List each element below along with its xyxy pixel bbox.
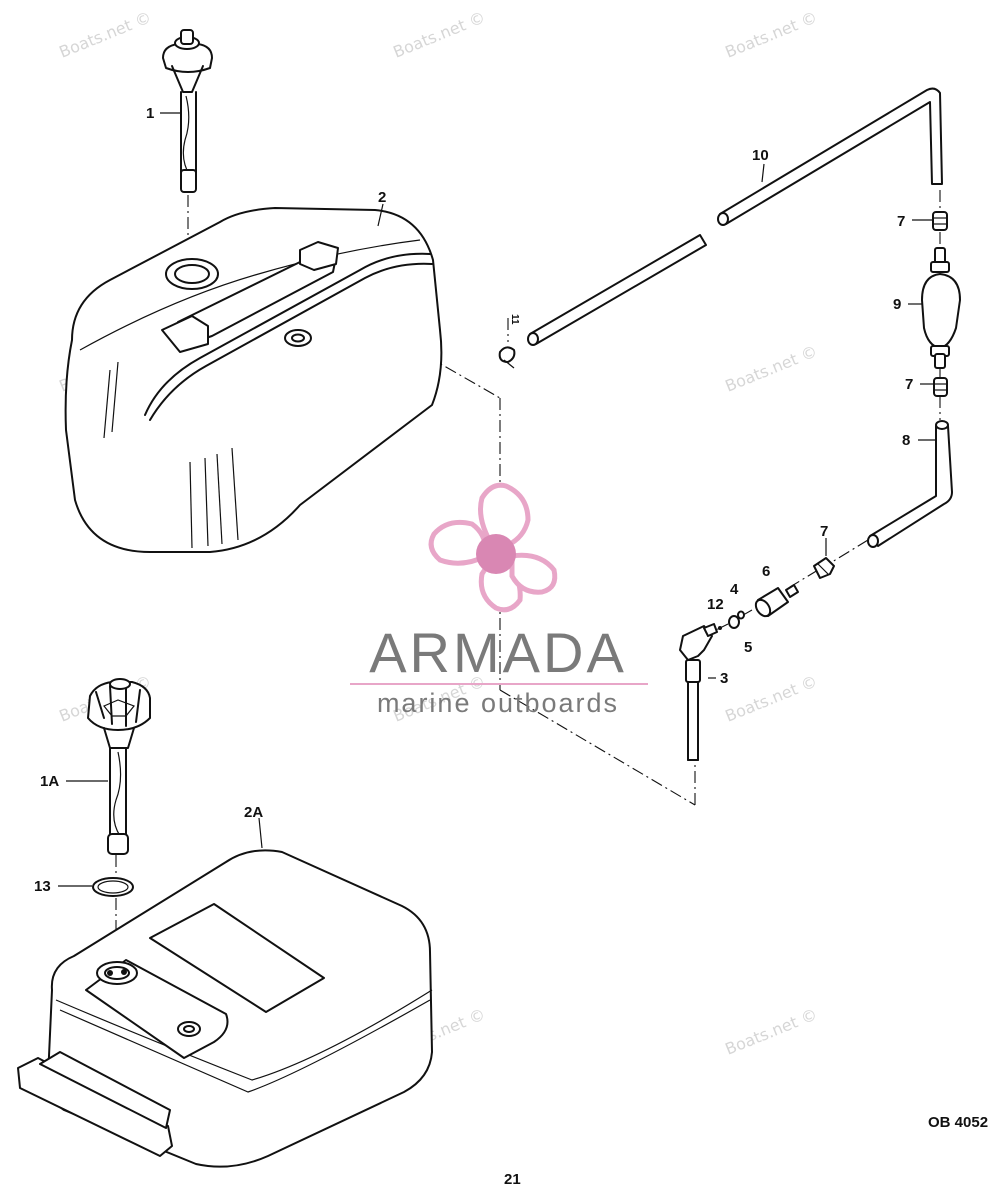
callout-2: 2 — [378, 189, 386, 206]
watermark: Boats.net © — [722, 1005, 820, 1059]
connector-part-6 — [754, 584, 799, 618]
callout-13: 13 — [34, 878, 51, 895]
propeller-blade — [509, 552, 558, 595]
fuel-tank-part-2 — [64, 207, 443, 553]
fitting-part-3 — [679, 623, 718, 761]
callout-2a: 2A — [244, 804, 263, 821]
watermark: Boats.net © — [390, 8, 488, 62]
callout-5: 5 — [744, 639, 752, 656]
fuel-tank-part-2a — [17, 849, 433, 1168]
connector-part-7-top — [932, 211, 948, 231]
callout-6: 6 — [762, 563, 770, 580]
watermark: Boats.net © — [722, 8, 820, 62]
fuel-gauge-part-1 — [162, 29, 213, 193]
fuel-line-part-10 — [527, 87, 943, 346]
assembly-lines — [115, 190, 941, 960]
primer-bulb-part-9 — [921, 247, 961, 369]
page-number: 21 — [504, 1171, 521, 1188]
brand-tagline: marine outboards — [377, 688, 619, 718]
o-ring-parts — [718, 610, 745, 630]
callouts: 1 2 10 7 9 7 8 11 7 6 4 12 5 3 1A 2A 13 — [34, 105, 913, 895]
callout-1: 1 — [146, 105, 154, 122]
callout-8: 8 — [902, 432, 910, 449]
callout-7-top: 7 — [897, 213, 905, 230]
callout-10: 10 — [752, 147, 769, 164]
hose-part-8 — [867, 420, 953, 548]
callout-4: 4 — [730, 581, 739, 598]
watermark: Boats.net © — [56, 8, 154, 62]
armada-logo: ARMADA marine outboards — [350, 482, 648, 718]
watermark: Boats.net © — [722, 342, 820, 396]
propeller-blade — [428, 519, 489, 566]
clamp-part-11 — [498, 346, 516, 369]
figure-code: OB 4052 — [928, 1114, 988, 1131]
callout-12: 12 — [707, 596, 724, 613]
callout-7-lower: 7 — [820, 523, 828, 540]
connector-part-7-lower — [813, 557, 835, 579]
brand-name: ARMADA — [369, 621, 627, 684]
callout-1a: 1A — [40, 773, 59, 790]
callout-11: 11 — [509, 314, 520, 325]
connector-part-7-middle — [933, 377, 948, 397]
propeller-hub — [476, 534, 516, 574]
propeller-blade — [478, 482, 531, 551]
watermark: Boats.net © — [722, 672, 820, 726]
callout-7-middle: 7 — [905, 376, 913, 393]
callout-9: 9 — [893, 296, 901, 313]
o-ring-part-13 — [92, 877, 134, 897]
fuel-gauge-part-1a — [87, 678, 151, 855]
callout-3: 3 — [720, 670, 728, 687]
leader-lines — [58, 112, 936, 887]
